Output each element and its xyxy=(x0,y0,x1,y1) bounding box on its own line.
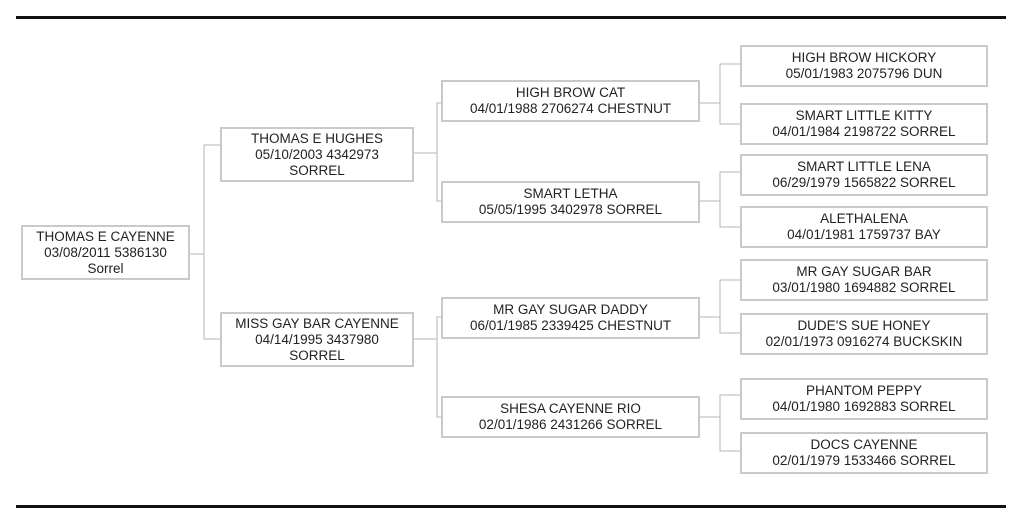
ggp-info: 04/01/1980 1692883 SORREL xyxy=(772,399,956,414)
ggp-info: 03/01/1980 1694882 SORREL xyxy=(772,280,956,295)
sire-color: SORREL xyxy=(289,162,345,178)
sire-dam-name: SMART LETHA xyxy=(523,186,618,201)
ggp-info: 02/01/1973 0916274 BUCKSKIN xyxy=(765,334,963,349)
ggp-name: DOCS CAYENNE xyxy=(810,437,918,452)
dam-sire-info: 06/01/1985 2339425 CHESTNUT xyxy=(469,318,672,333)
subject-horse-box: THOMAS E CAYENNE 03/08/2011 5386130 Sorr… xyxy=(21,225,190,280)
dam-color: SORREL xyxy=(289,347,345,363)
dam-sire-box: MR GAY SUGAR DADDY 06/01/1985 2339425 CH… xyxy=(441,297,700,339)
top-rule xyxy=(16,16,1006,19)
subject-name: THOMAS E CAYENNE xyxy=(36,228,175,244)
great-grandparent-1-box: HIGH BROW HICKORY 05/01/1983 2075796 DUN xyxy=(740,45,988,87)
ggp-name: SMART LITTLE KITTY xyxy=(795,108,933,123)
ggp-info: 05/01/1983 2075796 DUN xyxy=(785,66,943,81)
sire-info: 05/10/2003 4342973 xyxy=(255,146,379,162)
dam-info: 04/14/1995 3437980 xyxy=(255,331,379,347)
dam-dam-name: SHESA CAYENNE RIO xyxy=(500,401,641,416)
sire-box: THOMAS E HUGHES 05/10/2003 4342973 SORRE… xyxy=(220,127,414,182)
sire-name: THOMAS E HUGHES xyxy=(250,130,383,146)
ggp-name: DUDE'S SUE HONEY xyxy=(797,318,931,333)
ggp-name: ALETHALENA xyxy=(820,211,908,226)
bottom-rule xyxy=(16,505,1006,508)
sire-dam-info: 05/05/1995 3402978 SORREL xyxy=(478,202,663,217)
sire-sire-name: HIGH BROW CAT xyxy=(515,85,626,100)
great-grandparent-3-box: SMART LITTLE LENA 06/29/1979 1565822 SOR… xyxy=(740,154,988,196)
dam-box: MISS GAY BAR CAYENNE 04/14/1995 3437980 … xyxy=(220,312,414,367)
subject-info: 03/08/2011 5386130 xyxy=(44,244,167,260)
sire-dam-box: SMART LETHA 05/05/1995 3402978 SORREL xyxy=(441,181,700,223)
ggp-info: 04/01/1984 2198722 SORREL xyxy=(772,124,956,139)
ggp-name: PHANTOM PEPPY xyxy=(805,383,923,398)
ggp-name: MR GAY SUGAR BAR xyxy=(796,264,932,279)
dam-name: MISS GAY BAR CAYENNE xyxy=(235,315,399,331)
subject-color: Sorrel xyxy=(87,260,124,276)
dam-dam-box: SHESA CAYENNE RIO 02/01/1986 2431266 SOR… xyxy=(441,396,700,438)
ggp-name: SMART LITTLE LENA xyxy=(797,159,931,174)
great-grandparent-7-box: PHANTOM PEPPY 04/01/1980 1692883 SORREL xyxy=(740,378,988,420)
dam-dam-info: 02/01/1986 2431266 SORREL xyxy=(478,417,663,432)
sire-sire-box: HIGH BROW CAT 04/01/1988 2706274 CHESTNU… xyxy=(441,80,700,122)
great-grandparent-6-box: DUDE'S SUE HONEY 02/01/1973 0916274 BUCK… xyxy=(740,313,988,355)
ggp-info: 02/01/1979 1533466 SORREL xyxy=(772,453,956,468)
dam-sire-name: MR GAY SUGAR DADDY xyxy=(493,302,648,317)
great-grandparent-2-box: SMART LITTLE KITTY 04/01/1984 2198722 SO… xyxy=(740,103,988,145)
ggp-info: 04/01/1981 1759737 BAY xyxy=(787,227,941,242)
ggp-name: HIGH BROW HICKORY xyxy=(791,50,937,65)
great-grandparent-5-box: MR GAY SUGAR BAR 03/01/1980 1694882 SORR… xyxy=(740,259,988,301)
great-grandparent-8-box: DOCS CAYENNE 02/01/1979 1533466 SORREL xyxy=(740,432,988,474)
ggp-info: 06/29/1979 1565822 SORREL xyxy=(772,175,956,190)
great-grandparent-4-box: ALETHALENA 04/01/1981 1759737 BAY xyxy=(740,206,988,248)
sire-sire-info: 04/01/1988 2706274 CHESTNUT xyxy=(469,101,672,116)
